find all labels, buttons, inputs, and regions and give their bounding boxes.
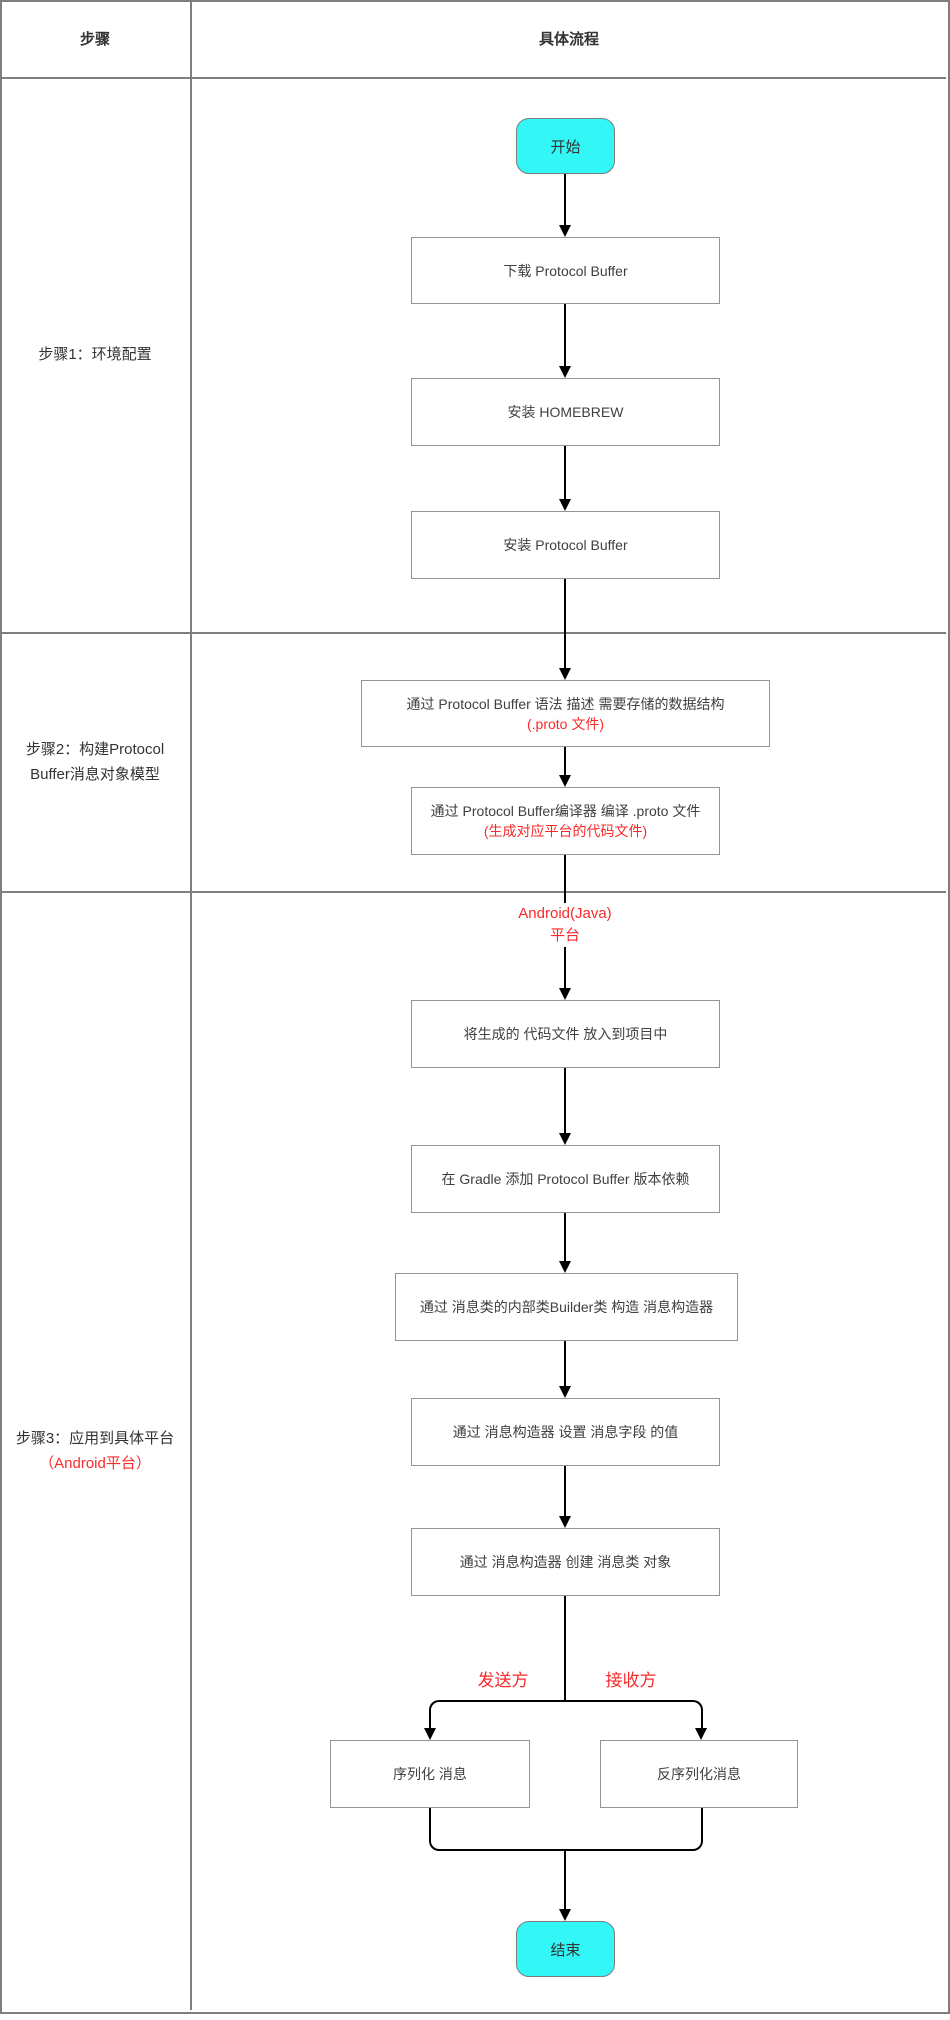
- node-start: 开始: [516, 118, 615, 174]
- arrow-line: [563, 1068, 567, 1134]
- node-start-label: 开始: [550, 138, 581, 156]
- arrowhead-icon: [559, 1261, 571, 1273]
- branch-stem-line: [563, 1596, 567, 1702]
- node-define-proto-label: 通过 Protocol Buffer 语法 描述 需要存储的数据结构: [406, 695, 725, 712]
- arrow-line: [563, 1466, 567, 1517]
- arrowhead-icon: [559, 1909, 571, 1921]
- node-build-builder-label: 通过 消息类的内部类Builder类 构造 消息构造器: [419, 1299, 714, 1315]
- row2-label: 步骤2：构建Protocol Buffer消息对象模型: [25, 740, 165, 783]
- node-download-pb-label: 下载 Protocol Buffer: [503, 262, 628, 279]
- row2-label-cell: 步骤2：构建Protocol Buffer消息对象模型: [0, 632, 190, 891]
- node-create-object-label: 通过 消息构造器 创建 消息类 对象: [459, 1554, 672, 1570]
- node-create-object: 通过 消息构造器 创建 消息类 对象: [411, 1528, 720, 1596]
- header-cell-steps: 步骤: [0, 0, 190, 77]
- arrowhead-icon: [559, 225, 571, 237]
- header-cell-process: 具体流程: [190, 0, 948, 77]
- arrowhead-icon: [559, 1386, 571, 1398]
- arrowhead-icon: [559, 1133, 571, 1145]
- node-gradle-dependency: 在 Gradle 添加 Protocol Buffer 版本依赖: [411, 1145, 720, 1213]
- node-define-proto-note: (.proto 文件): [526, 715, 604, 732]
- arrowhead-icon: [559, 775, 571, 787]
- arrow-line: [563, 1341, 567, 1387]
- arrow-line: [563, 304, 567, 367]
- row3-label-cell: 步骤3：应用到具体平台 （Android平台）: [0, 891, 190, 2010]
- node-add-code-files: 将生成的 代码文件 放入到项目中: [411, 1000, 720, 1068]
- row-divider-1: [0, 632, 946, 634]
- row1-label: 步骤1：环境配置: [38, 346, 152, 363]
- arrowhead-icon: [559, 366, 571, 378]
- node-serialize: 序列化 消息: [330, 1740, 530, 1808]
- row3-label: 步骤3：应用到具体平台 （Android平台）: [9, 1426, 181, 1476]
- node-serialize-label: 序列化 消息: [393, 1766, 467, 1782]
- arrowhead-icon: [695, 1728, 707, 1740]
- node-gradle-dependency-label: 在 Gradle 添加 Protocol Buffer 版本依赖: [441, 1171, 690, 1187]
- row1-label-cell: 步骤1：环境配置: [0, 77, 190, 632]
- arrowhead-icon: [559, 499, 571, 511]
- node-set-fields-label: 通过 消息构造器 设置 消息字段 的值: [452, 1424, 679, 1440]
- node-download-pb: 下载 Protocol Buffer: [411, 237, 720, 304]
- arrowhead-icon: [559, 1516, 571, 1528]
- edge-label-sender: 发送方: [477, 1671, 529, 1690]
- row3-label-main: 步骤3：应用到具体平台: [15, 1429, 175, 1447]
- node-end: 结束: [516, 1921, 615, 1977]
- arrow-line: [563, 1849, 567, 1910]
- arrowhead-icon: [424, 1728, 436, 1740]
- node-install-homebrew-label: 安装 HOMEBREW: [507, 404, 624, 420]
- branch-right-elbow: [564, 1700, 703, 1728]
- header-process-label: 具体流程: [538, 31, 599, 48]
- node-add-code-files-label: 将生成的 代码文件 放入到项目中: [463, 1026, 668, 1042]
- edge-label-platform-line2: 平台: [549, 927, 580, 944]
- row3-label-red: （Android平台）: [39, 1454, 151, 1472]
- node-compile-proto-note: (生成对应平台的代码文件): [483, 823, 648, 839]
- node-define-proto: 通过 Protocol Buffer 语法 描述 需要存储的数据结构 (.pro…: [361, 680, 770, 747]
- arrow-line: [563, 174, 567, 226]
- node-set-fields: 通过 消息构造器 设置 消息字段 的值: [411, 1398, 720, 1466]
- edge-label-receiver: 接收方: [605, 1671, 657, 1690]
- arrow-line: [563, 747, 567, 776]
- node-compile-proto: 通过 Protocol Buffer编译器 编译 .proto 文件 (生成对应…: [411, 787, 720, 855]
- arrowhead-icon: [559, 988, 571, 1000]
- node-deserialize-label: 反序列化消息: [657, 1766, 741, 1782]
- node-install-homebrew: 安装 HOMEBREW: [411, 378, 720, 446]
- branch-left-elbow: [428, 1700, 566, 1728]
- arrow-line: [563, 446, 567, 500]
- merge-left-elbow: [428, 1808, 566, 1851]
- node-end-label: 结束: [550, 1941, 581, 1959]
- row-divider-2: [0, 891, 946, 893]
- header-divider: [0, 77, 946, 79]
- header-steps-label: 步骤: [79, 31, 110, 48]
- node-compile-proto-label: 通过 Protocol Buffer编译器 编译 .proto 文件: [430, 803, 701, 819]
- arrowhead-icon: [559, 668, 571, 680]
- arrow-line: [563, 579, 567, 669]
- node-install-pb-label: 安装 Protocol Buffer: [503, 537, 628, 553]
- arrow-line: [563, 1213, 567, 1262]
- column-divider: [190, 0, 192, 2010]
- node-install-pb: 安装 Protocol Buffer: [411, 511, 720, 579]
- node-deserialize: 反序列化消息: [600, 1740, 798, 1808]
- edge-label-platform: Android(Java) 平台: [500, 903, 630, 947]
- node-build-builder: 通过 消息类的内部类Builder类 构造 消息构造器: [395, 1273, 738, 1341]
- edge-label-platform-line1: Android(Java): [518, 905, 612, 922]
- merge-right-elbow: [564, 1808, 703, 1851]
